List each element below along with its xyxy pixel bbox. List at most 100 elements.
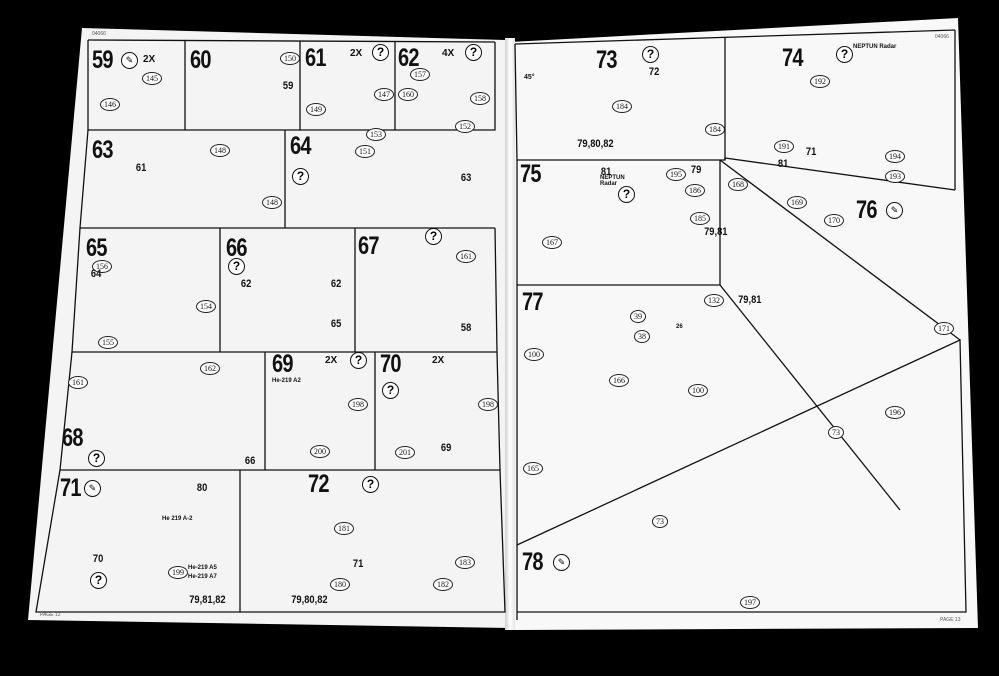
part-label: 181 — [334, 522, 354, 535]
step-72-number: 72 — [308, 470, 329, 498]
part-label: 154 — [196, 300, 216, 313]
step-70-number: 70 — [380, 350, 401, 378]
part-label: 183 — [455, 556, 475, 569]
part-label: 199 — [168, 566, 188, 579]
part-label: 100 — [524, 348, 544, 361]
part-label: 170 — [824, 214, 844, 227]
page-number-right: PAGE 13 — [940, 617, 961, 623]
part-label: 180 — [330, 578, 350, 591]
step-62-number: 62 — [398, 44, 419, 72]
ref-label: 66 — [244, 455, 256, 467]
part-label: 198 — [478, 398, 498, 411]
part-label: 157 — [410, 68, 430, 81]
part-label: 195 — [666, 168, 686, 181]
question-icon: ? — [836, 46, 853, 63]
ref-label: 79,81 — [704, 226, 728, 238]
count-2x: 2X — [143, 54, 156, 65]
step-63-number: 63 — [92, 136, 113, 164]
glue-icon: ✎ — [84, 480, 101, 497]
ref-label: 80 — [196, 482, 208, 494]
question-icon: ? — [88, 450, 105, 467]
question-icon: ? — [350, 352, 367, 369]
part-label: 148 — [210, 144, 230, 157]
part-label: 156 — [92, 260, 112, 273]
part-label: 161 — [456, 250, 476, 263]
part-label: 193 — [885, 170, 905, 183]
part-label: 39 — [630, 310, 646, 323]
question-icon: ? — [382, 382, 399, 399]
part-label: 191 — [774, 140, 794, 153]
count-2x: 2X — [350, 48, 363, 59]
booklet-spine — [505, 38, 515, 630]
step-61-number: 61 — [305, 44, 326, 72]
glue-icon: ✎ — [553, 554, 570, 571]
step-65-number: 65 — [86, 234, 107, 262]
glue-icon: ✎ — [886, 202, 903, 219]
count-4x: 4X — [442, 48, 455, 59]
question-icon: ? — [618, 186, 635, 203]
step-68-number: 68 — [62, 424, 83, 452]
part-label: 150 — [280, 52, 300, 65]
step-73-number: 73 — [596, 46, 617, 74]
angle-label: 45° — [524, 74, 535, 81]
count-2x: 2X — [432, 355, 445, 366]
step-69-number: 69 — [272, 350, 293, 378]
question-icon: ? — [362, 476, 379, 493]
part-label: 200 — [310, 445, 330, 458]
part-label: 152 — [455, 120, 475, 133]
part-label: 184 — [705, 123, 725, 136]
page-number-left: PAGE 12 — [40, 612, 61, 618]
part-label: 192 — [810, 75, 830, 88]
question-icon: ? — [372, 44, 389, 61]
ref-label: 70 — [92, 553, 104, 565]
part-label: 147 — [374, 88, 394, 101]
step-67-number: 67 — [358, 232, 379, 260]
part-label: 153 — [366, 128, 386, 141]
ref-label: 79 — [690, 164, 702, 176]
part-label: 38 — [634, 330, 650, 343]
part-label: 162 — [200, 362, 220, 375]
radar-label: NEPTUN Radar — [600, 175, 625, 187]
step-75-number: 75 — [520, 160, 541, 188]
question-icon: ? — [642, 46, 659, 63]
part-label: 182 — [433, 578, 453, 591]
glue-icon: ✎ — [121, 52, 138, 69]
count-2x: 2X — [325, 355, 338, 366]
question-icon: ? — [465, 44, 482, 61]
part-label: 160 — [398, 88, 418, 101]
part-label: 185 — [690, 212, 710, 225]
part-label: 73 — [652, 515, 668, 528]
part-label: 132 — [704, 294, 724, 307]
step-78-number: 78 — [522, 548, 543, 576]
part-label: 161 — [68, 376, 88, 389]
code-right: 04066 — [935, 34, 949, 40]
ref-label: 79,81,82 — [189, 594, 226, 606]
ref-label: 72 — [648, 66, 660, 78]
variant-label: He-219 A7 — [188, 574, 217, 580]
question-icon: ? — [228, 258, 245, 275]
part-label: 146 — [100, 98, 120, 111]
variant-label: He 219 A-2 — [162, 516, 193, 522]
step-71-number: 71 — [60, 474, 81, 502]
step-59-number: 59 — [92, 46, 113, 74]
ref-label: 62 — [240, 278, 252, 290]
step-66-number: 66 — [226, 234, 247, 262]
part-label: 194 — [885, 150, 905, 163]
step-60-number: 60 — [190, 46, 211, 74]
ref-label: 58 — [460, 322, 472, 334]
part-label: 155 — [98, 336, 118, 349]
part-label: 151 — [355, 145, 375, 158]
part-label: 100 — [688, 384, 708, 397]
part-label: 186 — [685, 184, 705, 197]
step-64-number: 64 — [290, 132, 311, 160]
part-label: 158 — [470, 92, 490, 105]
question-icon: ? — [90, 572, 107, 589]
part-label: 196 — [885, 406, 905, 419]
part-label: 197 — [740, 596, 760, 609]
ref-label: 63 — [460, 172, 472, 184]
ref-label: 71 — [805, 146, 817, 158]
part-label: 166 — [609, 374, 629, 387]
